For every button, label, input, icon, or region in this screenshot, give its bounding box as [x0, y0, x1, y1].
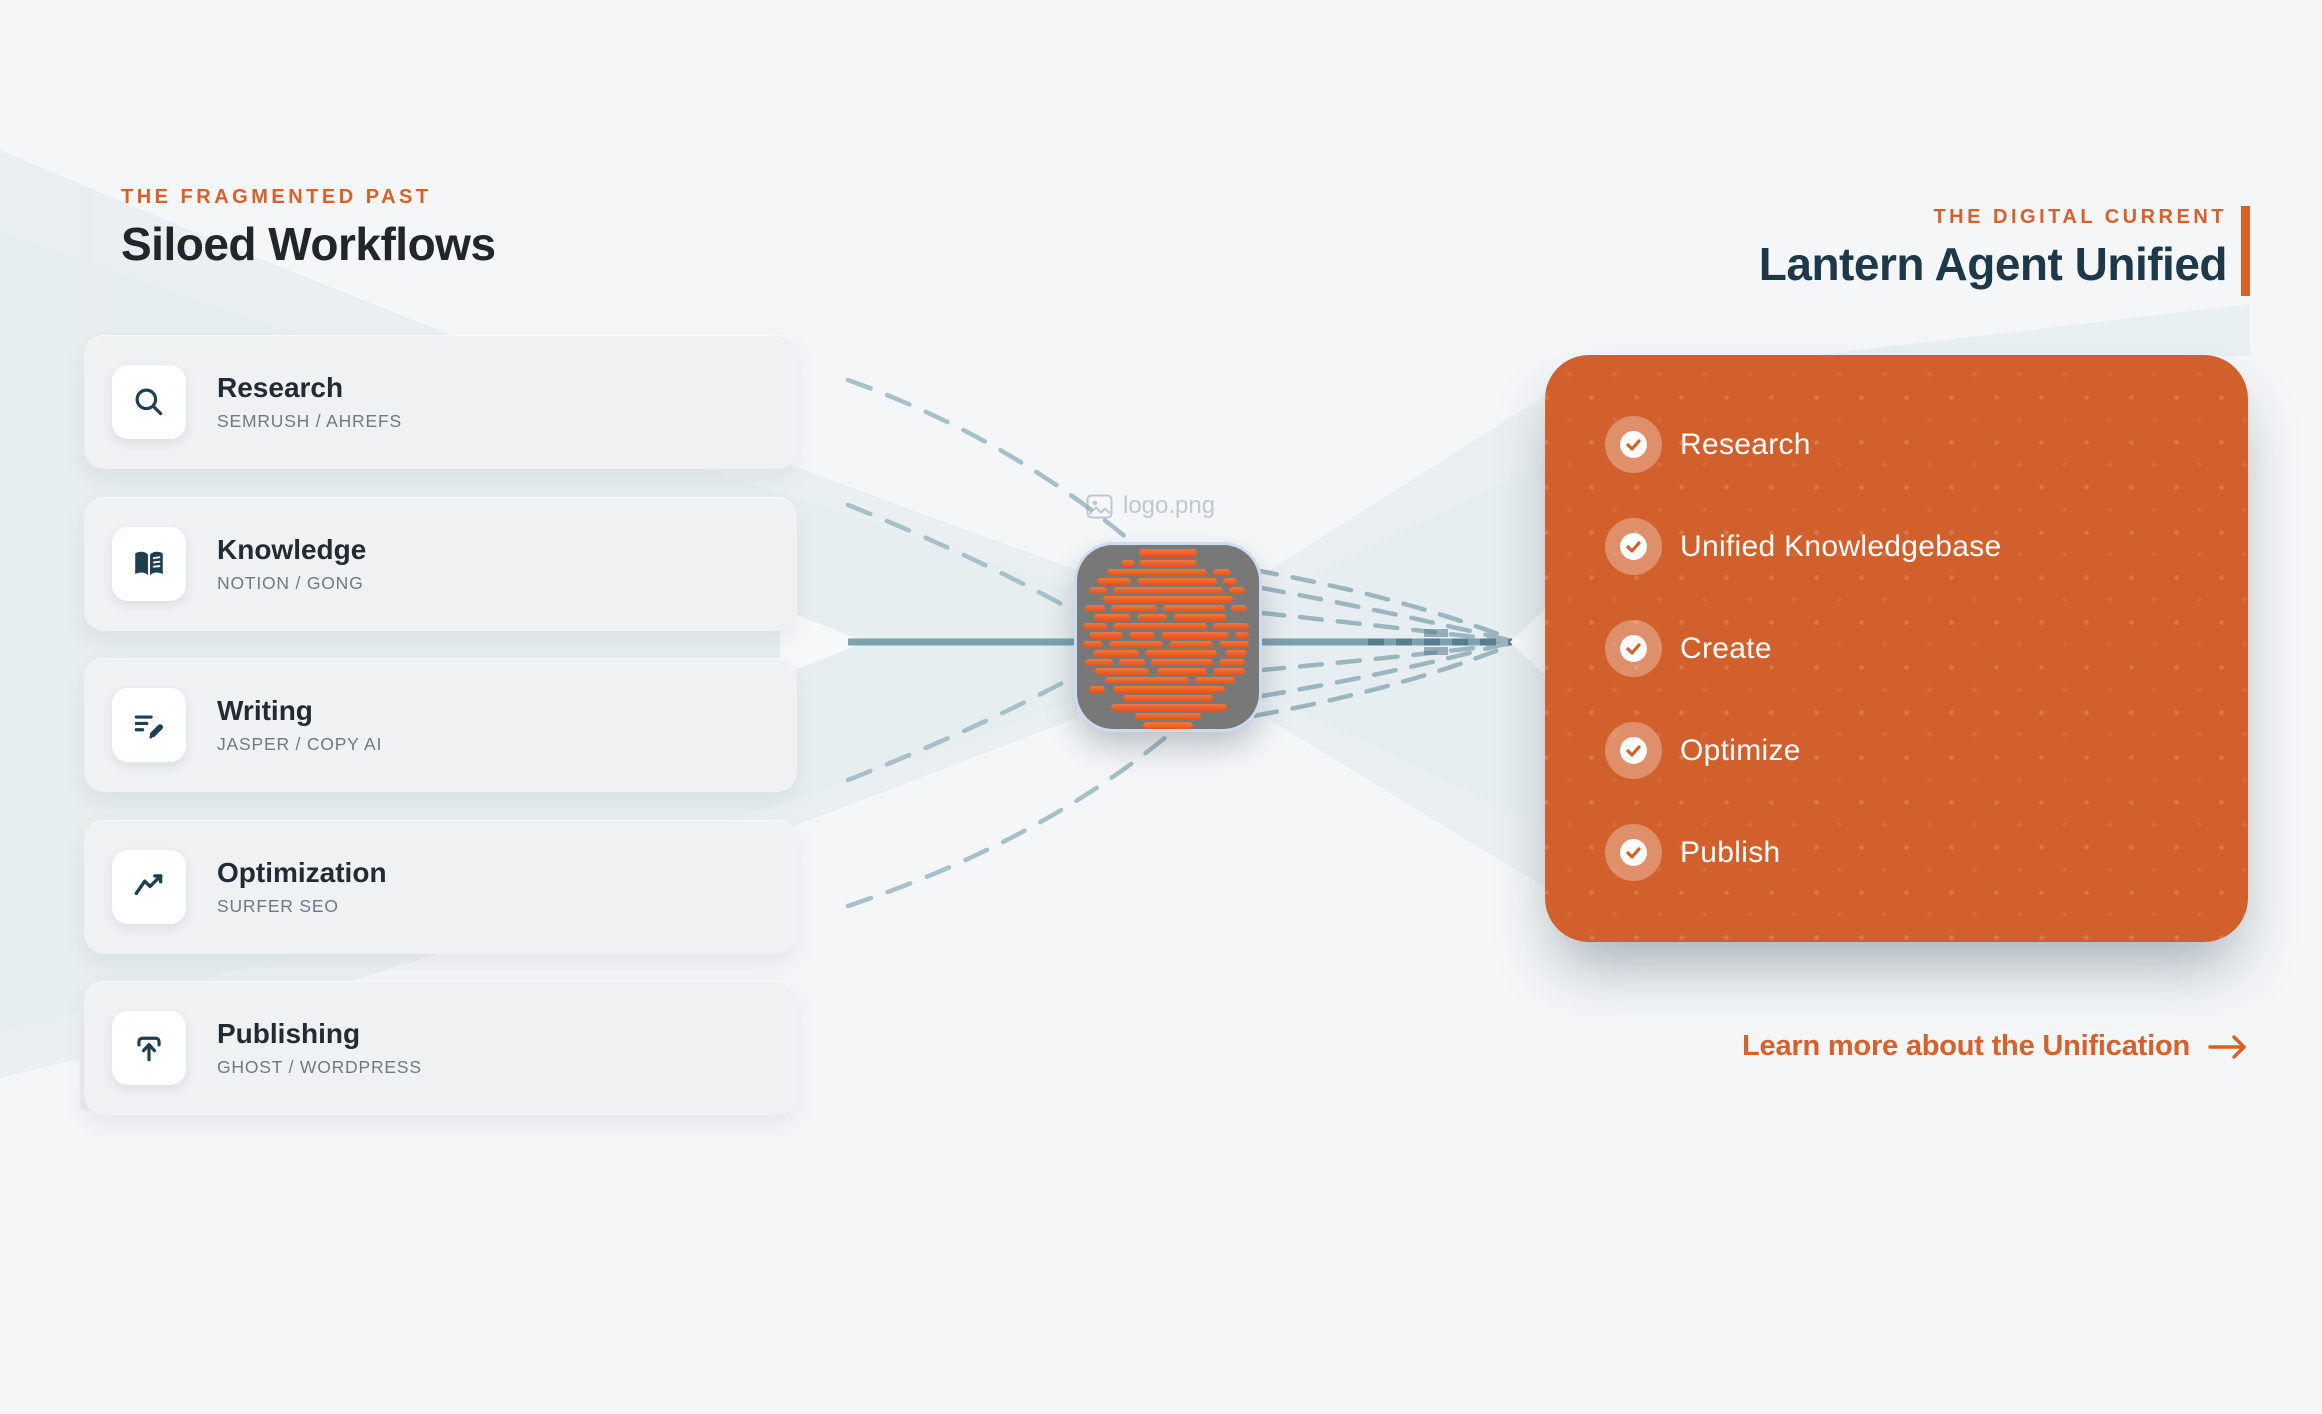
learn-more-label: Learn more about the Unification: [1742, 1030, 2190, 1062]
panel-item-research: Research: [1605, 416, 2248, 473]
check-circle-icon: [1605, 518, 1662, 575]
workflow-card-research: Research SEMRUSH / AHREFS: [84, 335, 797, 469]
panel-item-optimize: Optimize: [1605, 722, 2248, 779]
check-circle-icon: [1605, 620, 1662, 677]
left-title: Siloed Workflows: [121, 218, 496, 270]
card-subtitle: GHOST / WORDPRESS: [217, 1056, 422, 1077]
card-subtitle: NOTION / GONG: [217, 572, 364, 593]
accent-bar: [2241, 206, 2250, 296]
card-title: Research: [217, 371, 344, 403]
card-title: Writing: [217, 694, 313, 726]
search-icon: [112, 365, 186, 439]
card-title: Publishing: [217, 1017, 361, 1049]
check-circle-icon: [1605, 416, 1662, 473]
broken-image-icon: [1086, 494, 1113, 518]
check-circle-icon: [1605, 824, 1662, 881]
workflow-card-writing: Writing JASPER / COPY AI: [84, 658, 797, 792]
right-section-header: THE DIGITAL CURRENT Lantern Agent Unifie…: [1759, 206, 2250, 296]
pencil-lines-icon: [112, 688, 186, 762]
check-circle-icon: [1605, 722, 1662, 779]
panel-item-create: Create: [1605, 620, 2248, 677]
arrow-right-icon: [2208, 1034, 2246, 1059]
right-title: Lantern Agent Unified: [1758, 238, 2228, 290]
panel-item-label: Optimize: [1680, 733, 1801, 767]
panel-item-label: Unified Knowledgebase: [1680, 529, 2002, 563]
workflow-card-publishing: Publishing GHOST / WORDPRESS: [84, 981, 797, 1115]
card-title: Optimization: [217, 856, 387, 888]
panel-item-publish: Publish: [1605, 824, 2248, 881]
left-eyebrow: THE FRAGMENTED PAST: [121, 186, 432, 208]
card-subtitle: JASPER / COPY AI: [217, 733, 383, 754]
lantern-logo-hub: [1077, 545, 1259, 729]
upload-icon: [112, 1011, 186, 1085]
workflow-card-knowledge: Knowledge NOTION / GONG: [84, 497, 797, 631]
panel-item-knowledgebase: Unified Knowledgebase: [1605, 518, 2248, 575]
panel-item-label: Research: [1680, 427, 1811, 461]
card-title: Knowledge: [217, 533, 367, 565]
ghost-image-filename: logo.png: [1123, 492, 1216, 519]
card-subtitle: SURFER SEO: [217, 895, 339, 916]
workflow-card-optimization: Optimization SURFER SEO: [84, 820, 797, 954]
trending-up-icon: [112, 850, 186, 924]
panel-item-label: Publish: [1680, 835, 1781, 869]
book-open-icon: [112, 527, 186, 601]
panel-item-label: Create: [1680, 631, 1772, 665]
right-eyebrow: THE DIGITAL CURRENT: [1933, 206, 2227, 228]
unified-panel: Research Unified Knowledgebase Create Op…: [1545, 355, 2248, 942]
card-subtitle: SEMRUSH / AHREFS: [217, 410, 402, 431]
left-section-header: THE FRAGMENTED PAST Siloed Workflows: [121, 186, 496, 270]
learn-more-link[interactable]: Learn more about the Unification: [1742, 1030, 2250, 1063]
lantern-glyph: [1083, 549, 1249, 729]
ghost-image-placeholder: logo.png: [1086, 492, 1215, 520]
